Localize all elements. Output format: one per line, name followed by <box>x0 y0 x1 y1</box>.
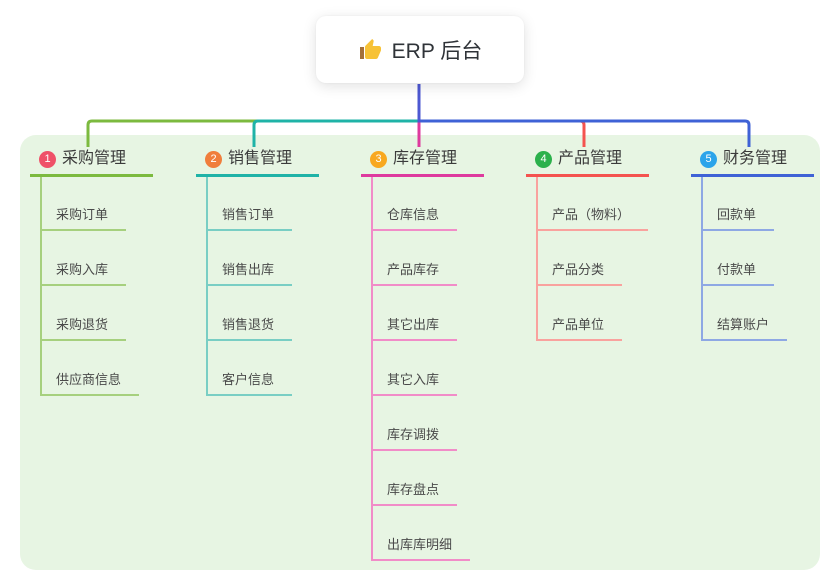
child-node[interactable]: 产品单位 <box>536 316 623 341</box>
child-node[interactable]: 仓库信息 <box>371 206 458 231</box>
branch-node-4[interactable]: 4 产品管理 <box>526 147 649 177</box>
branch-node-2[interactable]: 2 销售管理 <box>196 147 319 177</box>
branch-label: 销售管理 <box>228 150 293 167</box>
child-node[interactable]: 库存盘点 <box>371 481 458 506</box>
child-node[interactable]: 库存调拨 <box>371 426 458 451</box>
mindmap-panel <box>20 135 820 570</box>
branch-children-line <box>536 177 538 341</box>
branch-badge: 3 <box>370 150 387 168</box>
branch-badge: 2 <box>205 150 222 168</box>
child-node[interactable]: 付款单 <box>701 261 775 286</box>
branch-children-line <box>701 177 703 341</box>
branch-badge: 1 <box>39 150 56 168</box>
child-node[interactable]: 产品库存 <box>371 261 458 286</box>
child-node[interactable]: 其它入库 <box>371 371 458 396</box>
thumbs-up-icon <box>358 38 382 62</box>
root-node-label: ERP 后台 <box>391 39 483 63</box>
child-node[interactable]: 采购入库 <box>40 261 127 286</box>
branch-node-5[interactable]: 5 财务管理 <box>691 147 814 177</box>
child-node[interactable]: 客户信息 <box>206 371 293 396</box>
child-node[interactable]: 结算账户 <box>701 316 788 341</box>
child-node[interactable]: 销售出库 <box>206 261 293 286</box>
branch-badge: 5 <box>700 150 717 168</box>
child-node[interactable]: 其它出库 <box>371 316 458 341</box>
child-node[interactable]: 采购订单 <box>40 206 127 231</box>
branch-node-3[interactable]: 3 库存管理 <box>361 147 484 177</box>
child-node[interactable]: 回款单 <box>701 206 775 231</box>
child-node[interactable]: 销售订单 <box>206 206 293 231</box>
branch-label: 采购管理 <box>62 150 127 167</box>
child-node[interactable]: 产品分类 <box>536 261 623 286</box>
root-node-erp[interactable]: ERP 后台 <box>316 16 524 83</box>
child-node[interactable]: 出库库明细 <box>371 536 471 561</box>
branch-badge: 4 <box>535 150 552 168</box>
branch-label: 库存管理 <box>393 150 458 167</box>
child-node[interactable]: 产品（物料） <box>536 206 649 231</box>
branch-node-1[interactable]: 1 采购管理 <box>30 147 153 177</box>
child-node[interactable]: 采购退货 <box>40 316 127 341</box>
child-node[interactable]: 供应商信息 <box>40 371 140 396</box>
branch-children-line <box>206 177 208 396</box>
branch-label: 财务管理 <box>723 150 788 167</box>
child-node[interactable]: 销售退货 <box>206 316 293 341</box>
branch-children-line <box>371 177 373 561</box>
branch-children-line <box>40 177 42 396</box>
branch-label: 产品管理 <box>558 150 623 167</box>
